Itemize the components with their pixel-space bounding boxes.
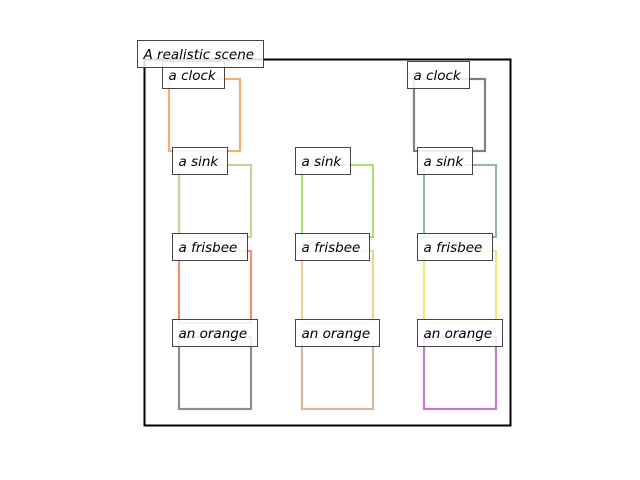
frisbee-2-label: a frisbee	[295, 233, 370, 261]
sink-2-label: a sink	[295, 147, 351, 175]
sink-1-label: a sink	[172, 147, 228, 175]
clock-2-label-text: a clock	[414, 68, 462, 84]
frisbee-2-box	[300, 249, 375, 325]
orange-3-label: an orange	[417, 319, 503, 347]
object-labels: a clock a clock a sink a sink a sink a frisbe…	[162, 61, 503, 347]
scene-title-label: A realistic scene	[137, 40, 264, 68]
sink-3-box	[422, 163, 498, 239]
sink-3-label-text: a sink	[424, 154, 465, 170]
sink-2-box	[300, 163, 375, 239]
sink-1-box	[177, 163, 253, 239]
frisbee-3-label: a frisbee	[417, 233, 493, 261]
frisbee-2-label-text: a frisbee	[302, 240, 361, 256]
orange-1-label: an orange	[172, 319, 258, 347]
clock-2-box	[412, 77, 487, 153]
clock-1-box	[167, 77, 242, 153]
orange-2-box	[300, 335, 375, 411]
frisbee-1-label: a frisbee	[172, 233, 248, 261]
sink-1-label-text: a sink	[179, 154, 220, 170]
orange-3-label-text: an orange	[424, 326, 493, 342]
orange-1-box	[177, 335, 253, 411]
clock-2-label: a clock	[407, 61, 470, 89]
orange-3-box	[422, 335, 498, 411]
orange-1-label-text: an orange	[179, 326, 248, 342]
sink-3-label: a sink	[417, 147, 473, 175]
frisbee-3-label-text: a frisbee	[424, 240, 483, 256]
orange-2-label-text: an orange	[302, 326, 371, 342]
frisbee-1-box	[177, 249, 253, 325]
scene-title: A realistic scene	[143, 47, 255, 63]
frisbee-1-label-text: a frisbee	[179, 240, 238, 256]
sink-2-label-text: a sink	[302, 154, 343, 170]
clock-1-label-text: a clock	[169, 68, 217, 84]
scene-border	[143, 58, 512, 427]
orange-2-label: an orange	[295, 319, 380, 347]
frisbee-3-box	[422, 249, 498, 325]
